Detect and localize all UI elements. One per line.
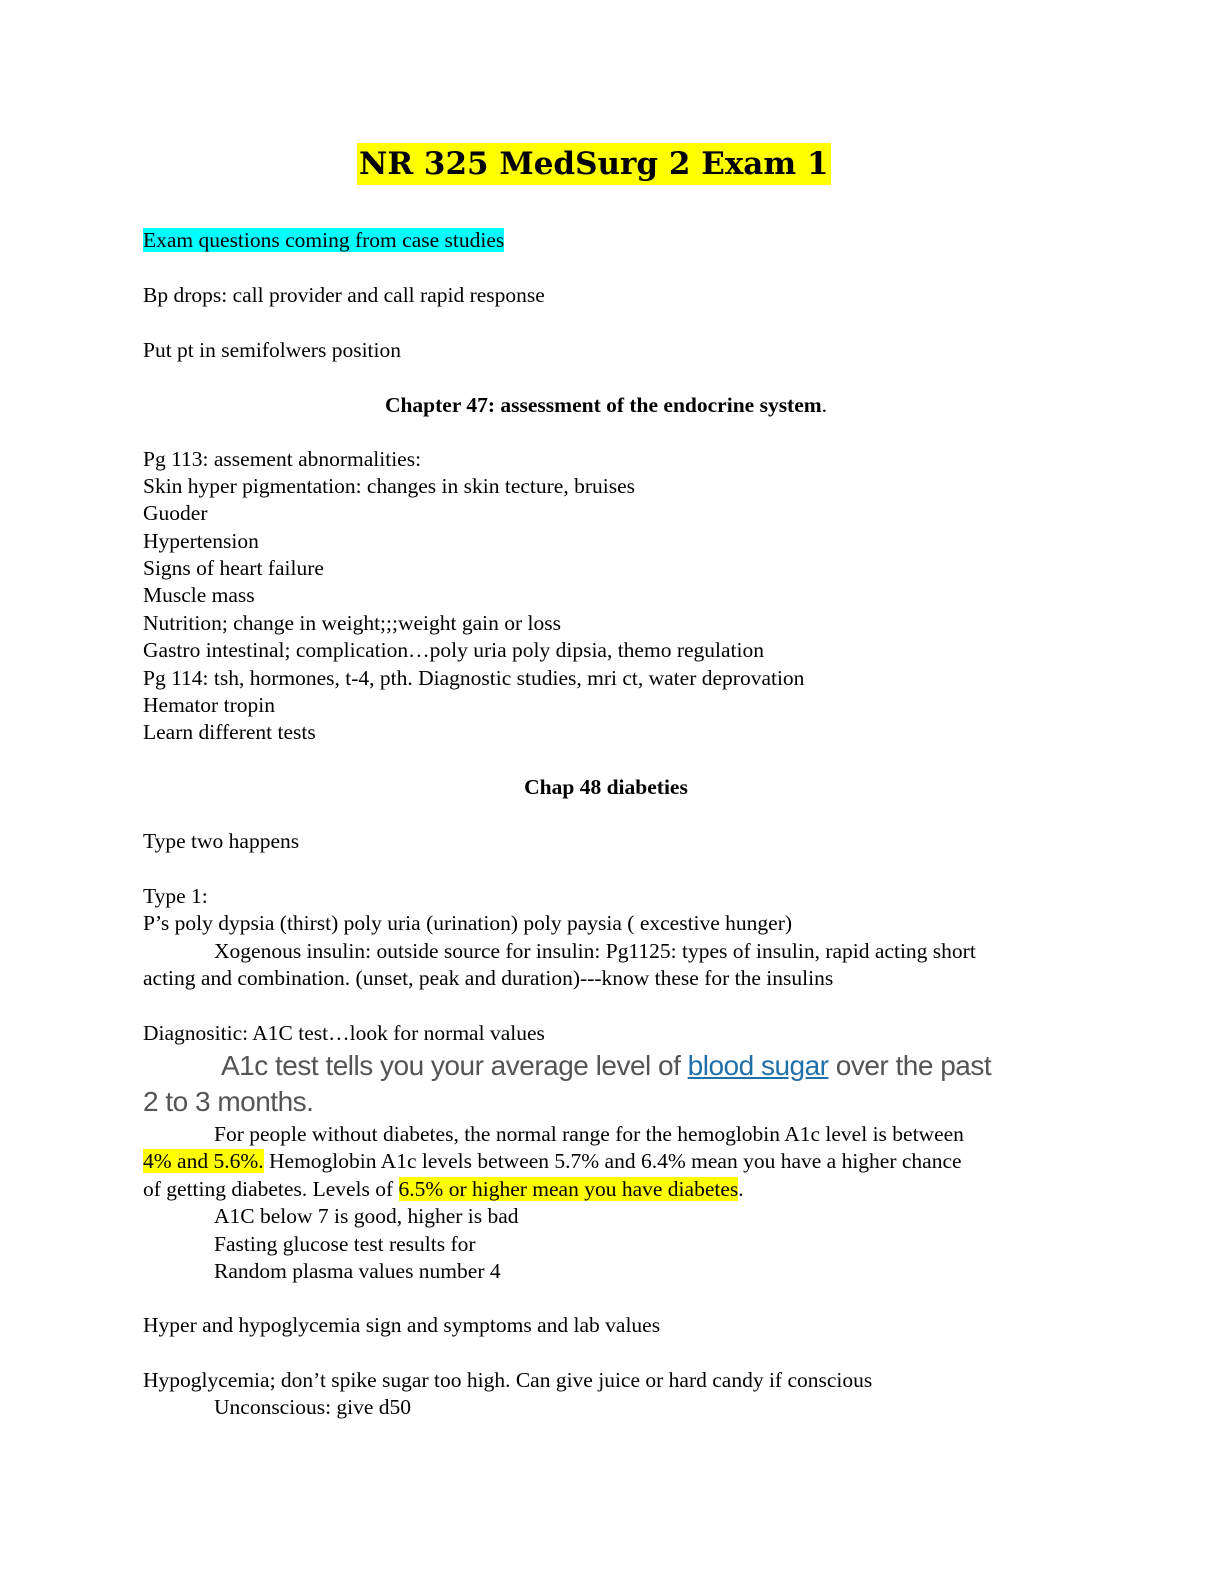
- list-line: Signs of heart failure: [143, 556, 324, 580]
- blood-sugar-link[interactable]: blood sugar: [687, 1050, 829, 1081]
- list-line: Pg 113: assement abnormalities:: [143, 447, 422, 471]
- list-line: Learn different tests: [143, 720, 316, 744]
- document-title: NR 325 MedSurg 2 Exam 1: [357, 143, 831, 185]
- plain-text: of getting diabetes. Levels of: [143, 1177, 399, 1201]
- list-line: Guoder: [143, 501, 208, 525]
- a1c-quote-line: A1c test tells you your average level of…: [221, 1048, 992, 1084]
- list-line: Hypertension: [143, 529, 259, 553]
- text-line: Fasting glucose test results for: [214, 1232, 476, 1256]
- text-line: Random plasma values number 4: [214, 1259, 501, 1283]
- text-line: Xogenous insulin: outside source for ins…: [214, 939, 976, 963]
- quote-text: A1c test tells you your average level of: [221, 1050, 688, 1081]
- text-line: A1C below 7 is good, higher is bad: [214, 1204, 519, 1228]
- text-line: For people without diabetes, the normal …: [214, 1122, 964, 1146]
- highlighted-text: 6.5% or higher mean you have diabetes: [398, 1177, 739, 1201]
- text-line: acting and combination. (unset, peak and…: [143, 966, 834, 990]
- text-line: of getting diabetes. Levels of 6.5% or h…: [143, 1176, 744, 1202]
- heading-text: Chapter 47: assessment of the endocrine …: [384, 393, 822, 417]
- text-line: Unconscious: give d50: [214, 1395, 412, 1419]
- intro-line: Bp drops: call provider and call rapid r…: [143, 283, 545, 307]
- text-line: 4% and 5.6%. Hemoglobin A1c levels betwe…: [143, 1148, 962, 1174]
- intro-line: Put pt in semifolwers position: [143, 338, 401, 362]
- text-line: Hyper and hypoglycemia sign and symptoms…: [143, 1313, 661, 1337]
- highlighted-text: Exam questions coming from case studies: [143, 228, 505, 252]
- list-line: Muscle mass: [143, 583, 255, 607]
- chapter-47-heading: Chapter 47: assessment of the endocrine …: [0, 392, 1212, 418]
- plain-text: Hemoglobin A1c levels between 5.7% and 6…: [263, 1149, 962, 1173]
- heading-period: .: [821, 393, 828, 417]
- list-line: Nutrition; change in weight;;;weight gai…: [143, 611, 561, 635]
- quote-text: over the past: [828, 1050, 992, 1081]
- highlighted-text: 4% and 5.6%.: [143, 1149, 264, 1173]
- intro-line: Exam questions coming from case studies: [143, 227, 505, 253]
- list-line: Pg 114: tsh, hormones, t-4, pth. Diagnos…: [143, 666, 805, 690]
- text-line: P’s poly dypsia (thirst) poly uria (urin…: [143, 911, 793, 935]
- text-line: Type 1:: [143, 884, 208, 908]
- list-line: Hemator tropin: [143, 693, 275, 717]
- list-line: Skin hyper pigmentation: changes in skin…: [143, 474, 636, 498]
- list-line: Gastro intestinal; complication…poly uri…: [143, 638, 764, 662]
- text-line: Hypoglycemia; don’t spike sugar too high…: [143, 1368, 873, 1392]
- chapter-48-heading: Chap 48 diabeties: [524, 775, 688, 799]
- plain-text: .: [738, 1177, 744, 1201]
- a1c-quote-line: 2 to 3 months.: [143, 1086, 314, 1117]
- text-line: Diagnositic: A1C test…look for normal va…: [143, 1021, 545, 1045]
- text-line: Type two happens: [143, 829, 300, 853]
